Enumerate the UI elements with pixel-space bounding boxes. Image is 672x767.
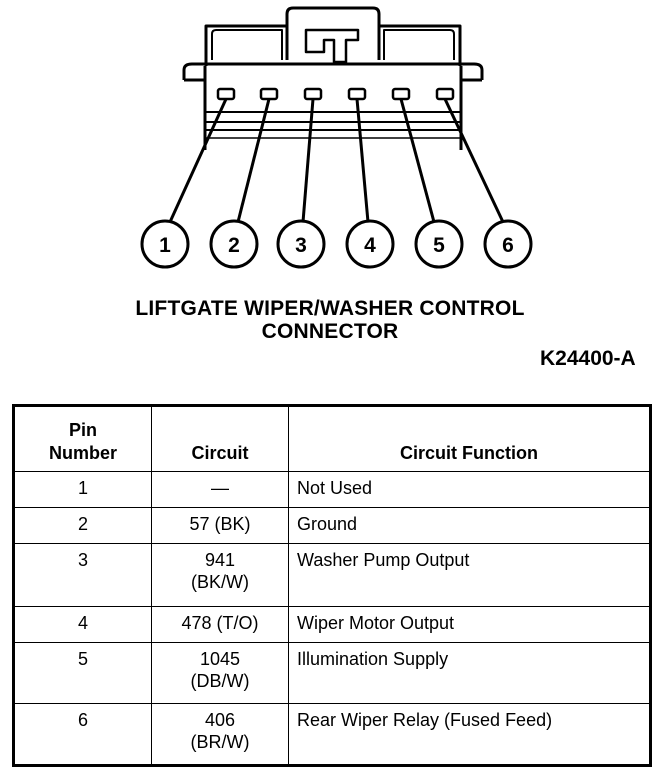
table-header-row: Pin Number Circuit Circuit Function xyxy=(13,405,651,472)
diagram-title-line1: LIFTGATE WIPER/WASHER CONTROL xyxy=(135,297,525,320)
cell-circuit: 478 (T/O) xyxy=(151,606,289,643)
cell-circuit: 406(BR/W) xyxy=(151,703,289,766)
cell-function: Wiper Motor Output xyxy=(288,606,651,643)
circuit-line1: — xyxy=(211,478,229,498)
cell-circuit: — xyxy=(151,471,289,508)
callout-6: 6 xyxy=(502,234,514,257)
connector-diagram: 1 2 3 4 5 6 xyxy=(140,6,533,269)
cell-function: Rear Wiper Relay (Fused Feed) xyxy=(288,703,651,766)
circuit-line1: 1045 xyxy=(199,649,241,669)
cell-circuit: 941(BK/W) xyxy=(151,543,289,607)
figure-code: K24400-A xyxy=(540,347,636,370)
cell-circuit: 57 (BK) xyxy=(151,507,289,544)
circuit-line1: 478 (T/O) xyxy=(181,613,259,633)
table-row: 5 1045(DB/W) Illumination Supply xyxy=(13,642,651,704)
connector-housing xyxy=(182,6,484,150)
cell-circuit: 1045(DB/W) xyxy=(151,642,289,704)
terminal-3 xyxy=(303,87,323,101)
callout-4: 4 xyxy=(364,234,376,257)
circuit-line1: 57 (BK) xyxy=(189,514,251,534)
diagram-title-line2: CONNECTOR xyxy=(261,320,399,343)
callout-3: 3 xyxy=(295,234,307,257)
header-pin-line2: Number xyxy=(48,443,117,463)
header-circuit-function: Circuit Function xyxy=(288,405,651,472)
cell-function: Washer Pump Output xyxy=(288,543,651,607)
table-row: 6 406(BR/W) Rear Wiper Relay (Fused Feed… xyxy=(13,703,651,766)
leader-lines xyxy=(168,98,505,223)
table-row: 2 57 (BK) Ground xyxy=(13,507,651,544)
circuit-line2: (BK/W) xyxy=(191,572,249,592)
terminal-1 xyxy=(216,87,236,101)
cell-function: Ground xyxy=(288,507,651,544)
terminal-4 xyxy=(347,87,367,101)
table-row: 3 941(BK/W) Washer Pump Output xyxy=(13,543,651,607)
circuit-line2: (DB/W) xyxy=(190,671,250,691)
cell-function: Not Used xyxy=(288,471,651,508)
cell-pin: 3 xyxy=(13,543,152,607)
cell-function: Illumination Supply xyxy=(288,642,651,704)
cell-pin: 5 xyxy=(13,642,152,704)
table-row: 4 478 (T/O) Wiper Motor Output xyxy=(13,606,651,643)
terminal-2 xyxy=(259,87,279,101)
cell-pin: 2 xyxy=(13,507,152,544)
cell-pin: 4 xyxy=(13,606,152,643)
terminal-5 xyxy=(391,87,411,101)
circuit-line2: (BR/W) xyxy=(190,732,250,752)
table-row: 1 — Not Used xyxy=(13,471,651,508)
pin-terminals xyxy=(216,87,455,101)
callout-5: 5 xyxy=(433,234,445,257)
header-pin-number: Pin Number xyxy=(13,405,152,472)
callout-1: 1 xyxy=(159,234,171,257)
pin-table: Pin Number Circuit Circuit Function 1 — … xyxy=(12,404,652,767)
header-circuit: Circuit xyxy=(151,405,289,472)
callout-2: 2 xyxy=(228,234,240,257)
cell-pin: 1 xyxy=(13,471,152,508)
cell-pin: 6 xyxy=(13,703,152,766)
header-pin-line1: Pin xyxy=(68,420,97,440)
circuit-line1: 406 xyxy=(204,710,236,730)
terminal-6 xyxy=(435,87,455,101)
circuit-line1: 941 xyxy=(204,550,236,570)
pin-callouts: 1 2 3 4 5 6 xyxy=(140,219,533,269)
